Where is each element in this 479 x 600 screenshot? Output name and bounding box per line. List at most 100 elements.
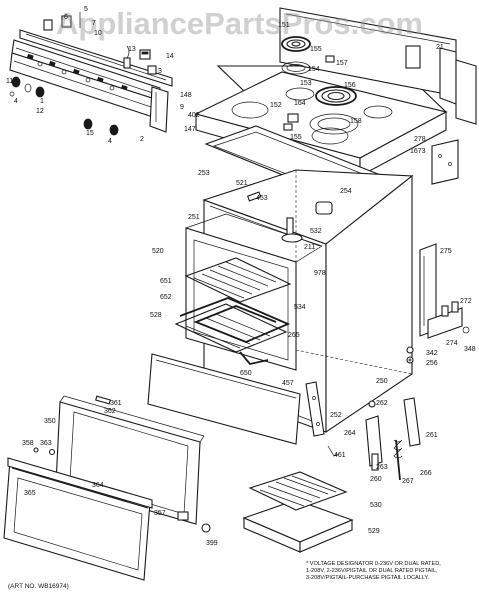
part-label[interactable]: 652	[160, 294, 172, 301]
part-label[interactable]: 529	[368, 528, 380, 535]
note-line: * VOLTAGE DESIGNATOR 0-236V OR DUAL RATE…	[306, 561, 441, 567]
part-label[interactable]: 530	[370, 502, 382, 509]
part-label[interactable]: 274	[446, 340, 458, 347]
part-label[interactable]: 350	[44, 418, 56, 425]
part-label[interactable]: 278	[414, 136, 426, 143]
part-label[interactable]: 153	[300, 80, 312, 87]
part-label[interactable]: 5	[84, 6, 88, 13]
part-label[interactable]: 11	[6, 78, 14, 85]
part-label[interactable]: 157	[336, 60, 348, 67]
part-label[interactable]: 155	[310, 46, 322, 53]
part-label[interactable]: 4	[108, 138, 112, 145]
note-line: 1-208V, 2-236V/PIGTAIL OR DUAL RATED PIG…	[306, 568, 438, 574]
part-label[interactable]: 148	[180, 92, 192, 99]
part-label[interactable]: 402	[188, 112, 200, 119]
part-label[interactable]: 521	[236, 180, 248, 187]
part-label[interactable]: 651	[160, 278, 172, 285]
part-label[interactable]: 348	[464, 346, 476, 353]
part-label[interactable]: 12	[36, 108, 44, 115]
part-label[interactable]: 211	[304, 244, 316, 251]
part-label[interactable]: 265	[288, 332, 300, 339]
part-label[interactable]: 155	[290, 134, 302, 141]
part-label[interactable]: 2	[140, 136, 144, 143]
part-label[interactable]: 275	[440, 248, 452, 255]
part-label[interactable]: 267	[402, 478, 414, 485]
part-label[interactable]: 520	[152, 248, 164, 255]
drawer-panel	[147, 353, 301, 445]
backsplash	[279, 7, 477, 125]
oven-cavity	[184, 213, 323, 371]
part-label[interactable]: 156	[344, 82, 356, 89]
part-label[interactable]: 250	[376, 378, 388, 385]
hinge-assembly	[305, 381, 421, 481]
part-label[interactable]: 253	[198, 170, 210, 177]
part-label[interactable]: 260	[370, 476, 382, 483]
broiler-pan	[242, 471, 354, 553]
part-label[interactable]: 263	[376, 464, 388, 471]
part-label[interactable]: 158	[350, 118, 362, 125]
panel-back-cover	[19, 12, 173, 87]
part-label[interactable]: 457	[282, 380, 294, 387]
part-label[interactable]: 534	[294, 304, 306, 311]
part-label[interactable]: 264	[344, 430, 356, 437]
control-panel	[9, 39, 169, 133]
part-label[interactable]: 461	[334, 452, 346, 459]
part-label[interactable]: 256	[426, 360, 438, 367]
part-label[interactable]: 532	[310, 228, 322, 235]
control-knobs	[9, 76, 119, 136]
wire-cover-bracket	[431, 139, 459, 185]
surface-unit-large	[309, 86, 359, 135]
part-label[interactable]: 399	[206, 540, 218, 547]
part-label[interactable]: 154	[308, 66, 320, 73]
part-label[interactable]: 272	[460, 298, 472, 305]
part-label[interactable]: 363	[40, 440, 52, 447]
part-label[interactable]: 10	[94, 30, 102, 37]
part-label[interactable]: 358	[22, 440, 34, 447]
part-label[interactable]: 252	[330, 412, 342, 419]
receptacle-blocks	[283, 55, 335, 131]
part-label[interactable]: 342	[426, 350, 438, 357]
part-label[interactable]: 3	[158, 68, 162, 75]
part-label[interactable]: 254	[340, 188, 352, 195]
terminal-block	[419, 243, 470, 339]
part-label[interactable]: 6	[64, 14, 68, 21]
part-label[interactable]: 13	[128, 46, 136, 53]
part-label[interactable]: 650	[240, 370, 252, 377]
art-number: (ART NO. WB16974)	[8, 583, 69, 590]
part-label[interactable]: 365	[24, 490, 36, 497]
part-label[interactable]: 262	[376, 400, 388, 407]
part-label[interactable]: 1	[40, 98, 44, 105]
part-label[interactable]: 152	[270, 102, 282, 109]
part-label[interactable]: 151	[278, 22, 290, 29]
part-label[interactable]: 361	[110, 400, 122, 407]
part-label[interactable]: 261	[426, 432, 438, 439]
surface-unit-small	[281, 36, 311, 75]
oven-rack-lower	[174, 303, 288, 365]
part-label[interactable]: 4	[14, 98, 18, 105]
part-label[interactable]: 266	[420, 470, 432, 477]
part-label[interactable]: 1673	[410, 148, 426, 155]
part-label[interactable]: 164	[294, 100, 306, 107]
part-label[interactable]: 251	[188, 214, 200, 221]
part-label[interactable]: 15	[86, 130, 94, 137]
part-label[interactable]: 528	[150, 312, 162, 319]
voltage-note: * VOLTAGE DESIGNATOR 0-236V OR DUAL RATE…	[306, 561, 476, 582]
note-line: 3-208V/PIGTAIL-PURCHASE PIGTAIL LOCALLY.	[306, 575, 430, 581]
part-label[interactable]: 147	[184, 126, 196, 133]
part-label[interactable]: 978	[314, 270, 326, 277]
infinite-switch	[123, 45, 157, 75]
oven-rack-upper	[184, 257, 292, 303]
part-label[interactable]: 9	[180, 104, 184, 111]
oven-sensor	[281, 201, 333, 243]
part-label[interactable]: 14	[166, 53, 174, 60]
hardware	[246, 191, 414, 364]
part-label[interactable]: 21	[436, 44, 444, 51]
part-label[interactable]: 362	[104, 408, 116, 415]
part-label[interactable]: 357	[154, 510, 166, 517]
part-label[interactable]: 7	[92, 20, 96, 27]
door-hardware	[33, 395, 211, 533]
part-label[interactable]: 453	[256, 195, 268, 202]
part-label[interactable]: 364	[92, 482, 104, 489]
